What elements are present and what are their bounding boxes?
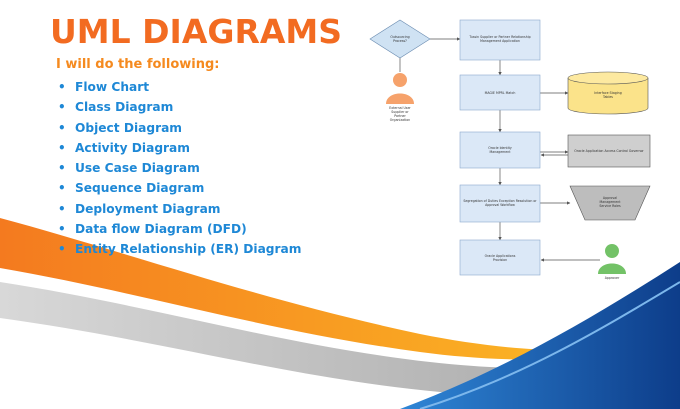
decision-label-line: Outsourcing	[390, 35, 409, 39]
process-1-label-line: Tussin Supplier or Partner Relationship	[468, 35, 530, 39]
service-item-label: Entity Relationship (ER) Diagram	[75, 242, 302, 257]
decision-label-line: Process?	[393, 39, 407, 43]
service-item: • Use Case Diagram	[58, 158, 301, 178]
bullet-icon: •	[58, 181, 66, 196]
bullet-icon: •	[58, 242, 66, 257]
service-item: • Object Diagram	[58, 118, 301, 138]
service-item: • Flow Chart	[58, 77, 301, 97]
wave-white-lower	[0, 318, 680, 409]
process-4-label-line: Segregation of Duties Exception Resoluti…	[463, 199, 537, 203]
process-2-label-line: MAGIE MPRL Match	[485, 91, 516, 95]
manual-operation-trapezoid	[569, 185, 651, 221]
service-item-label: Deployment Diagram	[75, 201, 221, 216]
service-item-label: Use Case Diagram	[75, 161, 200, 176]
external-actor-icon	[386, 73, 414, 104]
process-box-1	[459, 19, 541, 61]
bullet-icon: •	[58, 161, 66, 176]
external-actor-label-line: External User	[389, 106, 411, 110]
external-actor-label-line: Partner	[394, 114, 406, 118]
bullet-icon: •	[58, 222, 66, 237]
wave-blue-light-line	[419, 281, 680, 409]
process-4-label-line: Approval Workflow	[485, 203, 515, 207]
data-store-label-line: Interface Staging	[594, 91, 621, 95]
bullet-icon: •	[58, 140, 66, 155]
service-item: • Data flow Diagram (DFD)	[58, 219, 301, 239]
manual-op-label-line: Approval	[603, 196, 617, 200]
side-box-label-line: Oracle Application Access Control Govern…	[574, 149, 644, 153]
bullet-icon: •	[58, 201, 66, 216]
side-box-access-control	[567, 134, 651, 168]
external-actor-label-line: Supplier or	[391, 110, 409, 114]
bullet-icon: •	[58, 80, 66, 94]
process-5-label-line: Oracle Applications	[485, 254, 516, 258]
process-5-label-line: Provision	[493, 258, 507, 262]
flowchart-connectors	[399, 37, 600, 262]
wave-blue	[400, 262, 680, 409]
manual-op-label-line: Management	[600, 200, 622, 204]
process-box-2	[459, 74, 541, 111]
service-item: • Deployment Diagram	[58, 199, 301, 219]
data-store-label-line: Tables	[602, 95, 613, 99]
data-store-cylinder	[567, 71, 649, 115]
service-item-label: Activity Diagram	[75, 140, 190, 155]
bullet-icon: •	[58, 120, 66, 135]
service-item-label: Flow Chart	[75, 80, 150, 94]
external-actor-label-line: Organization	[390, 118, 410, 122]
process-3-label-line: Management	[490, 150, 512, 154]
service-list: • Flow Chart • Class Diagram • Object Diagr…	[58, 77, 301, 260]
process-1-label-line: Management Application	[480, 39, 520, 43]
decision-diamond	[369, 19, 431, 59]
process-3-label-line: Oracle Identity	[488, 146, 512, 150]
service-item-label: Data flow Diagram (DFD)	[75, 222, 247, 237]
service-item-label: Object Diagram	[75, 120, 182, 135]
approver-label: Approver	[605, 276, 620, 280]
service-item-label: Sequence Diagram	[75, 181, 205, 196]
service-item: • Class Diagram	[58, 97, 301, 117]
service-item: • Activity Diagram	[58, 138, 301, 158]
process-box-3	[459, 131, 541, 169]
process-box-4	[459, 184, 541, 223]
page-title: UML DIAGRAMS	[50, 12, 343, 51]
service-item: • Sequence Diagram	[58, 178, 301, 198]
service-item-label: Class Diagram	[75, 100, 174, 115]
bullet-icon: •	[58, 100, 66, 115]
flowchart-diagram: Outsourcing Process? External User Suppl…	[369, 19, 651, 280]
process-box-5	[459, 239, 541, 276]
manual-op-label-line: Service Roles	[599, 204, 621, 208]
page-subtitle: I will do the following:	[56, 57, 220, 72]
approver-actor-icon	[598, 244, 626, 274]
service-item: • Entity Relationship (ER) Diagram	[58, 239, 301, 259]
